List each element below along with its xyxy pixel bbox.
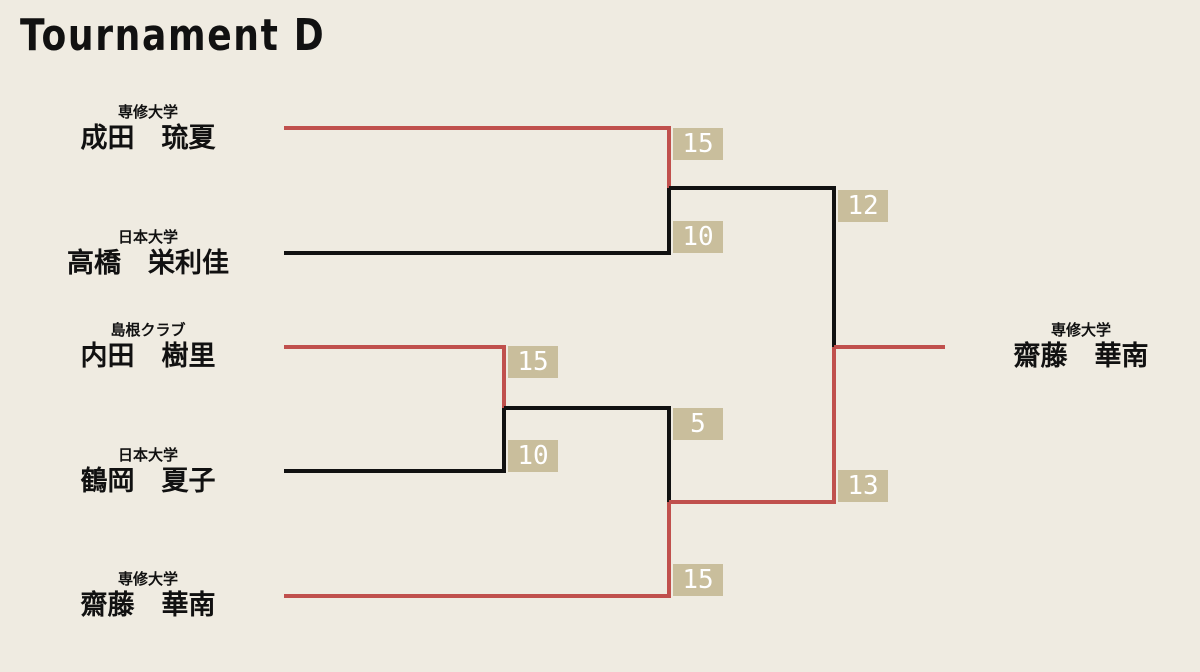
player-entry-2: 日本大学 高橋 栄利佳 bbox=[63, 227, 233, 281]
player-team: 日本大学 bbox=[117, 446, 178, 464]
champion-team: 専修大学 bbox=[1050, 321, 1111, 339]
player-team: 島根クラブ bbox=[110, 321, 186, 339]
champion-entry: 専修大学 齋藤 華南 bbox=[996, 320, 1166, 374]
score-box: 10 bbox=[508, 440, 558, 472]
player-team: 日本大学 bbox=[117, 228, 178, 246]
winner-line bbox=[669, 347, 836, 504]
player-team: 専修大学 bbox=[117, 570, 178, 588]
player-team: 専修大学 bbox=[117, 103, 178, 121]
score-box: 15 bbox=[673, 128, 723, 160]
score-box: 10 bbox=[673, 221, 723, 253]
tournament-title: Tournament D bbox=[20, 10, 326, 61]
loser-line bbox=[284, 188, 671, 255]
winner-line bbox=[284, 502, 671, 598]
score-box: 5 bbox=[673, 408, 723, 440]
score-box: 12 bbox=[838, 190, 888, 222]
score-box: 13 bbox=[838, 470, 888, 502]
score-box: 15 bbox=[673, 564, 723, 596]
winner-line bbox=[284, 345, 506, 408]
player-name: 高橋 栄利佳 bbox=[67, 248, 229, 279]
player-entry-4: 日本大学 鶴岡 夏子 bbox=[63, 445, 233, 499]
loser-line bbox=[669, 186, 836, 347]
champion-name: 齋藤 華南 bbox=[1013, 341, 1149, 372]
loser-line bbox=[504, 406, 671, 502]
player-name: 齋藤 華南 bbox=[80, 590, 216, 621]
player-entry-1: 専修大学 成田 琉夏 bbox=[63, 102, 233, 156]
player-name: 成田 琉夏 bbox=[80, 123, 216, 154]
player-name: 内田 樹里 bbox=[80, 341, 216, 372]
score-box: 15 bbox=[508, 346, 558, 378]
loser-line bbox=[284, 408, 506, 473]
player-name: 鶴岡 夏子 bbox=[80, 466, 216, 497]
winner-line bbox=[284, 126, 671, 188]
player-entry-5: 専修大学 齋藤 華南 bbox=[63, 569, 233, 623]
player-entry-3: 島根クラブ 内田 樹里 bbox=[63, 320, 233, 374]
